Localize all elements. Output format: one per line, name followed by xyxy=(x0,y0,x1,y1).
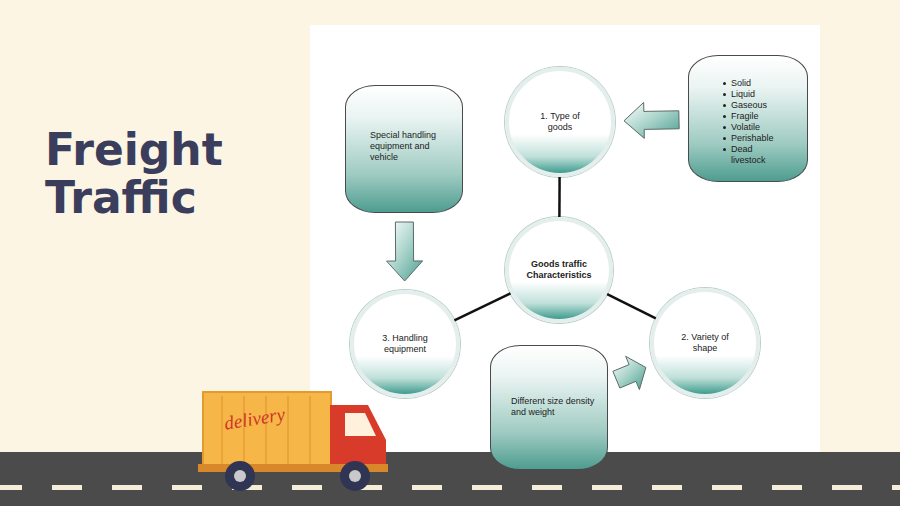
list-item: Solid xyxy=(723,78,783,89)
list-item: Perishable xyxy=(723,133,783,144)
road-markings xyxy=(0,485,900,490)
info-box: Different size density and weight xyxy=(490,345,608,470)
list-item: Gaseous xyxy=(723,100,783,111)
bullet-dot xyxy=(723,93,726,96)
delivery-truck xyxy=(198,392,388,491)
bullet-dot xyxy=(723,137,726,140)
goods-list-box: SolidLiquidGaseousFragileVolatilePerisha… xyxy=(688,55,808,182)
node-text: 3. Handling equipment xyxy=(373,333,437,355)
block-arrow xyxy=(624,102,679,138)
road xyxy=(0,452,900,506)
bullet-dot xyxy=(723,115,726,118)
block-arrow xyxy=(613,356,646,389)
node-text: Different size density and weight xyxy=(511,396,601,418)
bullet-dot xyxy=(723,126,726,129)
central-circle: Goods traffic Characteristics xyxy=(505,217,613,323)
diagram-panel xyxy=(310,25,820,480)
connector-line xyxy=(607,294,656,318)
node-text: 1. Type of goods xyxy=(528,111,592,133)
node-text: Special handling equipment and vehicle xyxy=(370,130,454,163)
list-item: Dead livestock xyxy=(723,144,783,166)
bullet-dot xyxy=(723,82,726,85)
block-arrow xyxy=(387,222,423,281)
bullet-dot xyxy=(723,104,726,107)
info-box: Special handling equipment and vehicle xyxy=(345,85,463,213)
list-item: Liquid xyxy=(723,89,783,100)
connector-line xyxy=(558,177,561,217)
list-item: Fragile xyxy=(723,111,783,122)
characteristic-circle: 1. Type of goods xyxy=(505,67,615,177)
bullet-dot xyxy=(723,148,726,151)
characteristic-circle: 2. Variety of shape xyxy=(650,288,760,398)
slide-title: Freight Traffic xyxy=(45,126,255,222)
node-text: 2. Variety of shape xyxy=(673,332,737,354)
connector-line xyxy=(454,293,510,320)
node-text: Goods traffic Characteristics xyxy=(520,259,598,281)
list-item: Volatile xyxy=(723,122,783,133)
characteristic-circle: 3. Handling equipment xyxy=(350,290,460,398)
